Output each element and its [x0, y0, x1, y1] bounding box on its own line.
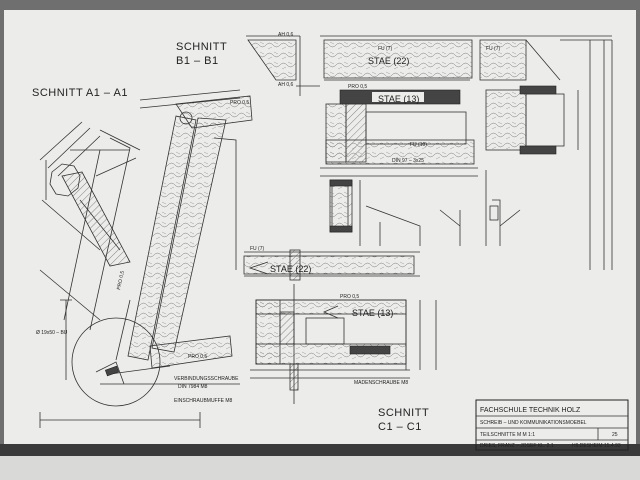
- label-dowel: Ø 19x50 – BU: [36, 330, 68, 336]
- label-ah-06-b: AH 0,6: [278, 82, 294, 88]
- label-fu10: FU (10): [410, 142, 427, 148]
- title-place-date: HILDESHEIM 15.4.93: [572, 443, 621, 449]
- drawing-labels: SCHNITT A1 – A1 SCHNITT B1 – B1 SCHNITT …: [32, 32, 621, 449]
- label-fu7-b: FU (7): [486, 46, 501, 52]
- label-screw-line1: VERBINDUNGSSCHRAUBE: [174, 376, 239, 382]
- label-pro-05-e: PRO 0,5: [116, 270, 126, 290]
- section-c-drawing: [243, 249, 437, 404]
- title-subject: SCHREIB – UND KOMMUNIKATIONSMOEBEL: [480, 420, 587, 426]
- wall-strip: [0, 444, 640, 456]
- label-fu7-a: FU (7): [378, 46, 393, 52]
- label-sleeve: EINSCHRAUBMUFFE M8: [174, 398, 233, 404]
- label-fu7-c: FU (7): [250, 246, 265, 252]
- label-din: DIN 97 – 3x25: [392, 158, 424, 164]
- section-c-title-line1: SCHNITT: [378, 407, 429, 419]
- section-b-title-line1: SCHNITT: [176, 41, 227, 53]
- section-b-title-line2: B1 – B1: [176, 55, 219, 67]
- label-screw-line2: DIN 7984 M8: [178, 384, 208, 390]
- title-school: FACHSCHULE TECHNIK HOLZ: [480, 407, 581, 414]
- label-pro-05-a: PRO 0,5: [230, 100, 249, 106]
- section-a-drawing: [39, 89, 253, 428]
- title-block: [475, 399, 629, 451]
- label-stae-22-top: STAE (22): [368, 56, 409, 66]
- wall-bottom: [0, 456, 640, 480]
- label-stae-13-top: STAE (13): [378, 94, 419, 104]
- section-a-title: SCHNITT A1 – A1: [32, 87, 128, 99]
- label-stae-22-mid: STAE (22): [270, 264, 311, 274]
- title-scale: TEILSCHNITTE M M 1:1: [480, 432, 535, 438]
- label-ah-06-a: AH 0,6: [278, 32, 294, 38]
- title-sheet-number: 25: [612, 432, 618, 438]
- label-pro-05-c: PRO 0,5: [340, 294, 359, 300]
- section-c-title-line2: C1 – C1: [378, 421, 422, 433]
- title-author: DRIES, FRANZ – JOSEF KL. 2.1: [480, 443, 554, 449]
- label-pro-05-d: PRO 0,5: [188, 354, 207, 360]
- label-stae-13-mid: STAE (13): [352, 308, 393, 318]
- label-grub-screw: MADENSCHRAUBE M8: [354, 380, 408, 386]
- label-pro-05-b: PRO 0,5: [348, 84, 367, 90]
- section-b-drawing: [246, 35, 613, 270]
